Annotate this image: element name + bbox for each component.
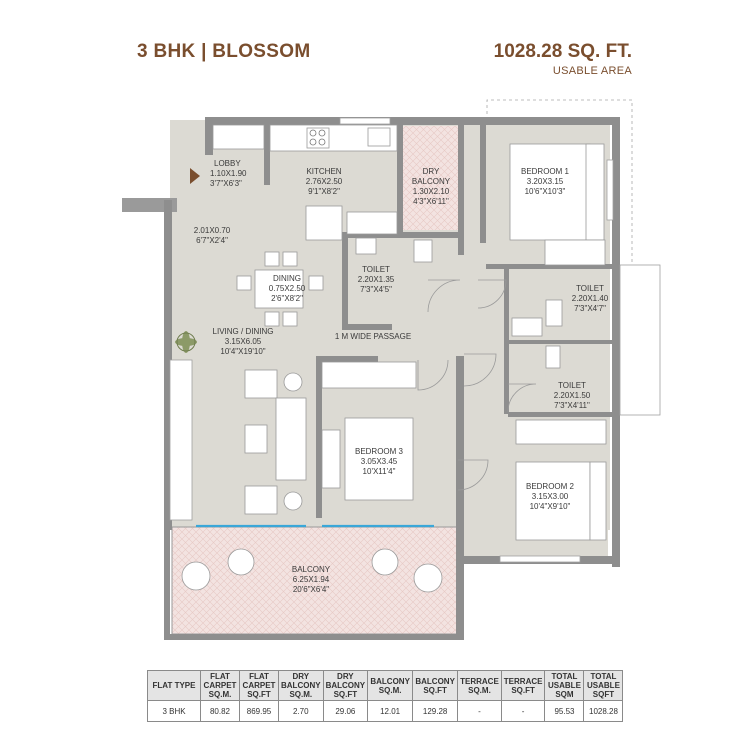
- cell-terrace-sqm: -: [457, 700, 502, 722]
- bedroom3-label: BEDROOM 3: [355, 447, 404, 456]
- toilet3-dim-m: 2.20X1.50: [554, 391, 591, 400]
- cell-total-sqft: 1028.28: [583, 700, 624, 722]
- floor-plan: LOBBY 1.10X1.90 3'7"X6'3" KITCHEN 2.76X2…: [122, 99, 661, 640]
- cell-terrace-sqft: -: [500, 700, 546, 722]
- kitchen-counter: [212, 124, 398, 241]
- cell-total-sqm: 95.53: [544, 700, 585, 722]
- balcony-label: BALCONY: [292, 565, 331, 574]
- passage-dim-m: 2.01X0.70: [194, 226, 231, 235]
- area-caption: USABLE AREA: [552, 65, 632, 77]
- passage-dim-ft: 6'7"X2'4": [196, 236, 228, 245]
- dining-table: [236, 251, 324, 327]
- lobby-label: LOBBY: [214, 159, 241, 168]
- bedroom3-dim-ft: 10'X11'4": [363, 467, 396, 476]
- dining-dim-m: 0.75X2.50: [269, 284, 306, 293]
- toilet1-label: TOILET: [362, 265, 390, 274]
- sofa-set: [244, 369, 307, 515]
- cell-flat-type: 3 BHK: [147, 700, 201, 722]
- bedroom3-dim-m: 3.05X3.45: [361, 457, 398, 466]
- bed-3: [321, 361, 417, 501]
- dry-balcony-dim-ft: 4'3"X6'11": [413, 197, 449, 206]
- lobby-dim-m: 1.10X1.90: [210, 169, 247, 178]
- plan-title: 3 BHK | BLOSSOM: [137, 41, 311, 62]
- dry-balcony-floor: [402, 126, 460, 230]
- kitchen-label: KITCHEN: [306, 167, 341, 176]
- dining-label: DINING: [273, 274, 301, 283]
- bedroom1-dim-m: 3.20X3.15: [527, 177, 564, 186]
- passage-label: 1 M WIDE PASSAGE: [335, 332, 411, 341]
- table-row: 3 BHK 80.82 869.95 2.70 29.06 12.01 129.…: [147, 700, 624, 722]
- lobby-dim-ft: 3'7"X6'3": [210, 179, 242, 188]
- toilet2-label: TOILET: [576, 284, 604, 293]
- dry-balcony-label: DRY: [423, 167, 440, 176]
- kitchen-dim-m: 2.76X2.50: [306, 177, 343, 186]
- door-swings: [417, 279, 537, 491]
- bedroom1-dim-ft: 10'6"X10'3": [525, 187, 566, 196]
- kitchen-dim-ft: 9'1"X8'2": [308, 187, 340, 196]
- cell-dry-balcony-sqft: 29.06: [322, 700, 369, 722]
- balcony-chairs: [181, 548, 443, 593]
- cell-balcony-sqft: 129.28: [412, 700, 459, 722]
- bedroom2-label: BEDROOM 2: [526, 482, 575, 491]
- toilet3-label: TOILET: [558, 381, 586, 390]
- cell-dry-balcony-sqm: 2.70: [278, 700, 324, 722]
- dry-balcony-dim-m: 1.30X2.10: [413, 187, 450, 196]
- bed-1: [509, 143, 606, 266]
- area-value: 1028.28 SQ. FT.: [493, 41, 632, 62]
- living-dim-ft: 10'4"X19'10": [220, 347, 265, 356]
- toilet2-dim-m: 2.20X1.40: [572, 294, 609, 303]
- bedroom2-dim-ft: 10'4"X9'10": [530, 502, 571, 511]
- living-dim-m: 3.15X6.05: [225, 337, 262, 346]
- bedroom2-dim-m: 3.15X3.00: [532, 492, 569, 501]
- toilet2-dim-ft: 7'3"X4'7": [574, 304, 606, 313]
- toilet1-dim-ft: 7'3"X4'5": [360, 285, 392, 294]
- bedroom1-label: BEDROOM 1: [521, 167, 570, 176]
- cell-balcony-sqm: 12.01: [367, 700, 414, 722]
- dry-balcony-label-2: BALCONY: [412, 177, 451, 186]
- dining-dim-ft: 2'6"X8'2": [271, 294, 303, 303]
- living-label: LIVING / DINING: [213, 327, 274, 336]
- projection-outline: [486, 99, 633, 262]
- cell-carpet-sqm: 80.82: [200, 700, 240, 722]
- stove-icon: [309, 129, 326, 146]
- cell-carpet-sqft: 869.95: [239, 700, 279, 722]
- header-flat-type: FLAT TYPE: [147, 670, 201, 701]
- toilet1-dim-m: 2.20X1.35: [358, 275, 395, 284]
- bed-2: [515, 419, 607, 541]
- plant-icon: [175, 331, 197, 353]
- toilet3-dim-ft: 7'3"X4'11": [554, 401, 590, 410]
- balcony-dim-ft: 20'6"X6'4": [293, 585, 329, 594]
- entrance-arrow-icon: [190, 168, 200, 184]
- balcony-dim-m: 6.25X1.94: [293, 575, 330, 584]
- toilet-fixtures: [355, 237, 563, 369]
